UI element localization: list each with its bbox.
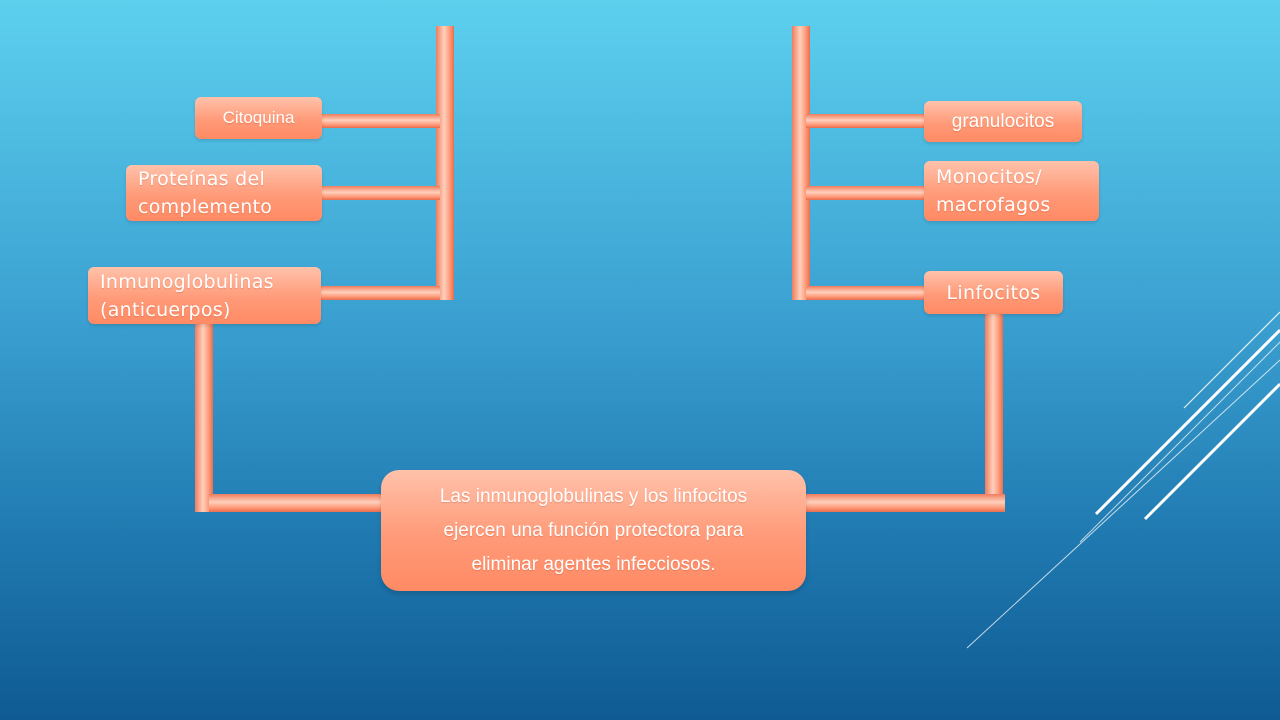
left-connector-inmunoglobulinas	[321, 286, 440, 300]
right-connector-linfocitos	[806, 286, 926, 300]
deco-line-2	[1094, 328, 1280, 516]
deco-line-4	[1143, 382, 1280, 521]
right-bottom-pipe	[802, 494, 1005, 512]
node-granulocitos: granulocitos	[924, 101, 1082, 142]
deco-line-1	[1183, 311, 1280, 409]
right-down-pipe	[985, 312, 1003, 512]
left-connector-proteinas	[322, 186, 440, 200]
right-connector-granulocitos	[806, 114, 926, 128]
right-vertical-pipe	[792, 26, 810, 300]
central-summary-box: Las inmunoglobulinas y los linfocitos ej…	[381, 470, 806, 591]
left-down-pipe	[195, 322, 213, 512]
right-connector-monocitos	[806, 186, 926, 200]
deco-line-5	[966, 359, 1280, 649]
deco-line-3	[1079, 341, 1280, 543]
left-bottom-pipe	[209, 494, 385, 512]
node-monocitos-macrofagos: Monocitos/ macrofagos	[924, 161, 1099, 221]
node-linfocitos: Linfocitos	[924, 271, 1063, 314]
node-proteinas-del-complemento: Proteínas del complemento	[126, 165, 322, 221]
left-vertical-pipe	[436, 26, 454, 300]
node-citoquina: Citoquina	[195, 97, 322, 139]
node-inmunoglobulinas: Inmunoglobulinas (anticuerpos)	[88, 267, 321, 324]
left-connector-citoquina	[322, 114, 440, 128]
